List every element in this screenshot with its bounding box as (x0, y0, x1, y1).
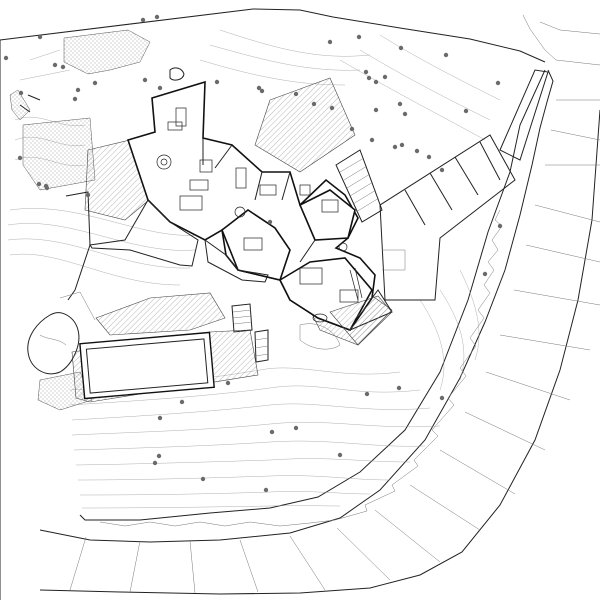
tree-symbol (463, 108, 469, 114)
tree-symbol (311, 101, 317, 107)
tree-symbol (349, 126, 355, 132)
tree-symbol (402, 111, 408, 117)
tree-symbol (75, 87, 81, 93)
tree-symbol (267, 219, 273, 225)
tree-symbol (329, 105, 335, 111)
tree-symbol (397, 101, 403, 107)
tree-symbol (382, 74, 388, 80)
tree-symbol (356, 34, 362, 40)
tree-symbol (17, 155, 23, 161)
tree-symbol (396, 385, 402, 391)
tree-symbol (373, 107, 379, 113)
tree-symbol (140, 17, 146, 23)
tree-symbol (392, 144, 398, 150)
tree-symbol (179, 399, 185, 405)
tree-symbol (142, 77, 148, 83)
topography (7, 29, 501, 509)
tree-symbol (36, 181, 42, 187)
tree-symbol (398, 45, 404, 51)
tree-symbol (482, 271, 488, 277)
tree-symbol (439, 167, 445, 173)
trees (3, 14, 503, 493)
tree-symbol (18, 90, 24, 96)
tree-symbol (225, 380, 231, 386)
pool-deck (71, 329, 259, 403)
retaining-edge (99, 209, 503, 527)
tree-symbol (44, 185, 50, 191)
tree-symbol (263, 487, 269, 493)
tree-symbol (37, 34, 43, 40)
tree-symbol (3, 55, 9, 61)
tree-symbol (157, 85, 163, 91)
tree-symbol (327, 39, 333, 45)
tree-symbol (72, 96, 78, 102)
tree-symbol (269, 429, 275, 435)
tree-symbol (366, 75, 372, 81)
tree-symbol (200, 476, 206, 482)
stairs (231, 149, 383, 363)
tree-symbol (363, 69, 369, 75)
terrace-walls (19, 67, 185, 321)
carport (379, 69, 549, 301)
tree-symbol (364, 391, 370, 397)
tree-symbol (443, 52, 449, 58)
tree-symbol (60, 64, 66, 70)
tree-symbol (256, 85, 262, 91)
tree-symbol (373, 79, 379, 85)
street (39, 14, 600, 595)
site-boundary (0, 8, 546, 600)
tree-symbol (92, 80, 98, 86)
furniture (156, 107, 363, 323)
tree-symbol (439, 395, 445, 401)
tree-symbol (52, 62, 58, 68)
tree-symbol (293, 91, 299, 97)
tree-symbol (85, 192, 91, 198)
tree-symbol (259, 88, 265, 94)
tree-symbol (414, 148, 420, 154)
tree-symbol (399, 142, 405, 148)
tree-symbol (426, 154, 432, 160)
tree-symbol (495, 80, 501, 86)
tree-symbol (497, 223, 503, 229)
tree-symbol (337, 452, 343, 458)
tree-symbol (152, 460, 158, 466)
tree-symbol (157, 415, 163, 421)
rock-outcrop (27, 312, 341, 375)
tree-symbol (214, 79, 220, 85)
tree-symbol (154, 14, 160, 20)
tree-symbol (369, 137, 375, 143)
tree-symbol (293, 425, 299, 431)
tree-symbol (156, 453, 162, 459)
